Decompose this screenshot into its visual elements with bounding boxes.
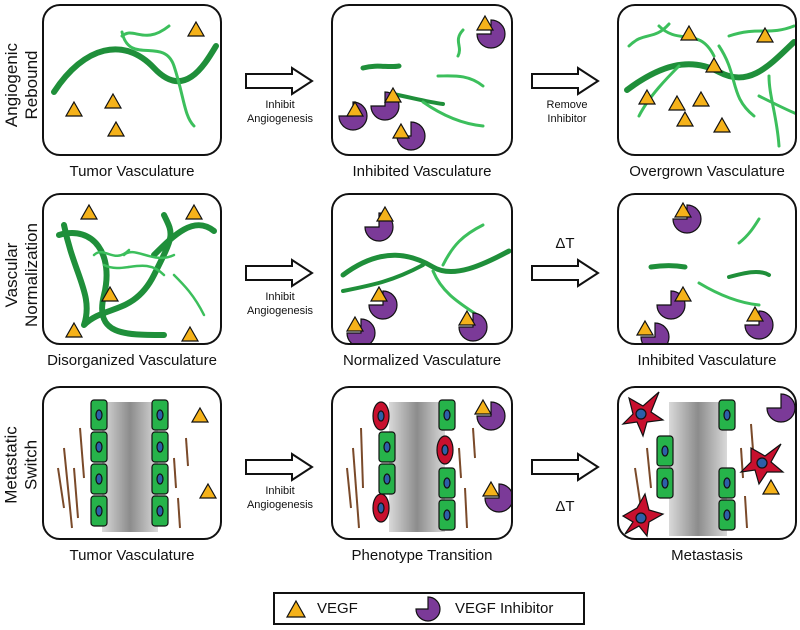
right-arrow-icon — [245, 66, 314, 96]
vessel-network-art — [51, 20, 219, 137]
vessel-network-art — [635, 201, 774, 343]
vegf-triangle-icon — [285, 599, 307, 618]
panel-inhibited-vasculature-2 — [617, 193, 797, 345]
vegf-inhibitor-icon — [415, 596, 441, 622]
panel-disorganized-vasculature — [42, 193, 222, 345]
vessel-network-art — [340, 205, 511, 343]
panel-tumor-vasculature-2 — [42, 386, 222, 540]
caption-metastasis: Metastasis — [671, 547, 743, 564]
vessel-cross-section-art — [621, 391, 795, 538]
arrow-label-delta-t-2: ΔT — [555, 498, 575, 515]
legend-label-vegf-inhibitor: VEGF Inhibitor — [455, 600, 554, 617]
panel-metastasis — [617, 386, 797, 540]
vessel-cross-section-art — [57, 399, 218, 532]
row-label-metastatic-switch: Metastatic Switch — [2, 426, 42, 504]
caption-inhibited-vasculature-1: Inhibited Vasculature — [352, 163, 492, 180]
arrow-label-remove-inhibitor: Remove Inhibitor — [546, 99, 588, 125]
arrow-label-delta-t-1: ΔT — [555, 235, 575, 252]
caption-tumor-vasculature-1: Tumor Vasculature — [69, 163, 195, 180]
right-arrow-icon — [531, 258, 600, 288]
vessel-network-art — [624, 22, 795, 148]
panel-overgrown-vasculature — [617, 4, 797, 156]
panel-phenotype-transition — [331, 386, 513, 540]
vessel-network-art — [338, 14, 506, 151]
panel-normalized-vasculature — [331, 193, 513, 345]
caption-tumor-vasculature-2: Tumor Vasculature — [69, 547, 195, 564]
right-arrow-icon — [245, 258, 314, 288]
arrow-label-inhibit-angiogenesis-2: Inhibit Angiogenesis — [246, 291, 314, 317]
arrow-label-inhibit-angiogenesis-1: Inhibit Angiogenesis — [246, 99, 314, 125]
row-label-vascular-normalization: Vascular Normalization — [2, 223, 41, 327]
right-arrow-icon — [531, 66, 600, 96]
right-arrow-icon — [531, 452, 600, 482]
vessel-network-art — [56, 203, 217, 342]
legend: VEGF VEGF Inhibitor — [273, 592, 585, 625]
caption-inhibited-vasculature-2: Inhibited Vasculature — [637, 352, 777, 369]
vessel-cross-section-art — [346, 398, 511, 532]
row-label-angiogenic-rebound: Angiogenic Rebound — [2, 42, 41, 128]
panel-inhibited-vasculature-1 — [331, 4, 513, 156]
caption-normalized-vasculature: Normalized Vasculature — [342, 352, 502, 369]
caption-disorganized-vasculature: Disorganized Vasculature — [47, 352, 217, 369]
arrow-label-inhibit-angiogenesis-3: Inhibit Angiogenesis — [246, 485, 314, 511]
panel-tumor-vasculature-1 — [42, 4, 222, 156]
legend-label-vegf: VEGF — [317, 600, 358, 617]
right-arrow-icon — [245, 452, 314, 482]
caption-phenotype-transition: Phenotype Transition — [351, 547, 493, 564]
caption-overgrown-vasculature: Overgrown Vasculature — [629, 163, 785, 180]
